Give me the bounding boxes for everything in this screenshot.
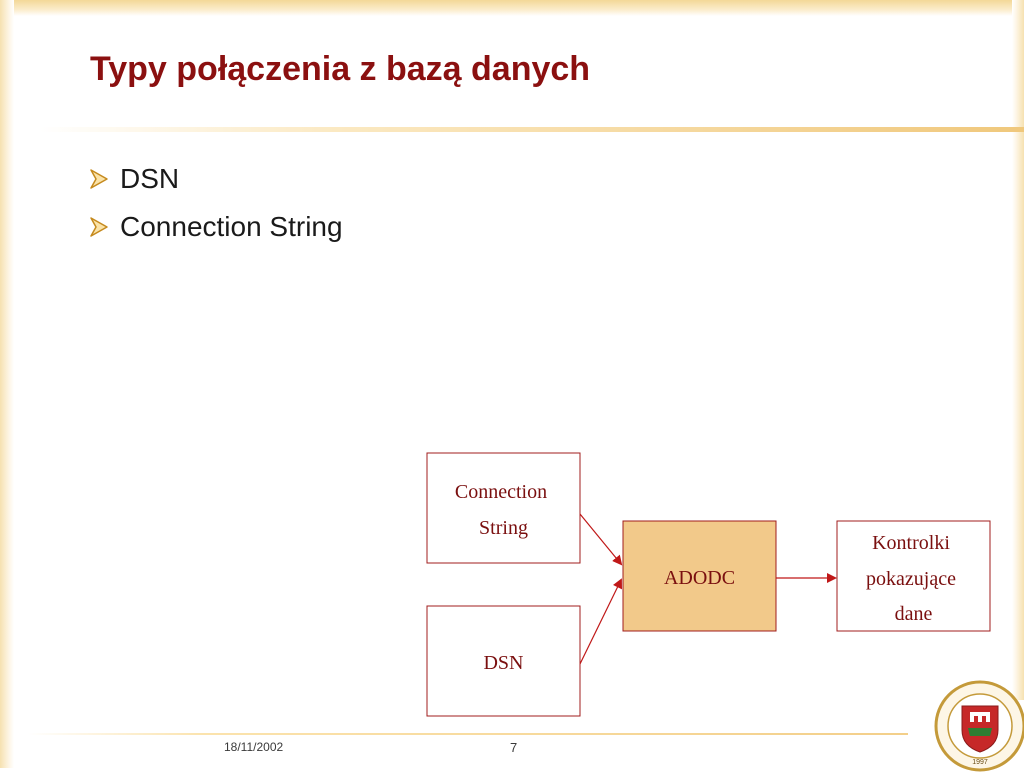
bullet-item-connection-string: Connection String	[88, 203, 343, 251]
footer-divider	[28, 733, 908, 735]
node-label-line: Kontrolki	[872, 532, 950, 554]
university-seal-icon: 1997	[934, 680, 1024, 772]
node-label-line: dane	[895, 603, 933, 625]
node-label-line: DSN	[483, 652, 523, 674]
svg-text:Kontrolki pokazujące: Kontrolki pokazujące dane	[866, 532, 961, 625]
arrow-bullet-icon	[88, 168, 120, 190]
node-label-line: pokazujące	[866, 568, 956, 590]
footer-date: 18/11/2002	[224, 740, 284, 754]
slide-right-border	[1012, 0, 1024, 700]
bullet-text: Connection String	[120, 211, 343, 242]
slide-title: Typy połączenia z bazą danych	[90, 50, 591, 88]
node-label-line: Connection	[455, 481, 547, 503]
title-underline	[40, 127, 1024, 132]
bullet-item-dsn: DSN	[88, 155, 343, 203]
arrow-dsn-to-adodc	[579, 578, 622, 665]
node-label-line: String	[479, 517, 528, 539]
node-label-line: ADODC	[664, 567, 735, 589]
bullet-text: DSN	[120, 163, 180, 194]
node-connection-string: Connection String	[426, 452, 581, 564]
seal-year: 1997	[972, 759, 988, 766]
node-dsn: DSN	[426, 605, 581, 717]
slide-top-border	[0, 0, 1024, 16]
footer-page-number: 7	[510, 740, 518, 755]
bullet-list: DSN Connection String	[88, 155, 343, 251]
node-controls: Kontrolki pokazujące dane	[836, 520, 991, 632]
slide-left-border	[0, 0, 14, 768]
arrow-bullet-icon	[88, 216, 120, 238]
svg-text:Connection String: Connection String	[455, 481, 552, 539]
node-adodc: ADODC	[622, 520, 777, 632]
arrow-connection-string-to-adodc	[579, 513, 623, 566]
